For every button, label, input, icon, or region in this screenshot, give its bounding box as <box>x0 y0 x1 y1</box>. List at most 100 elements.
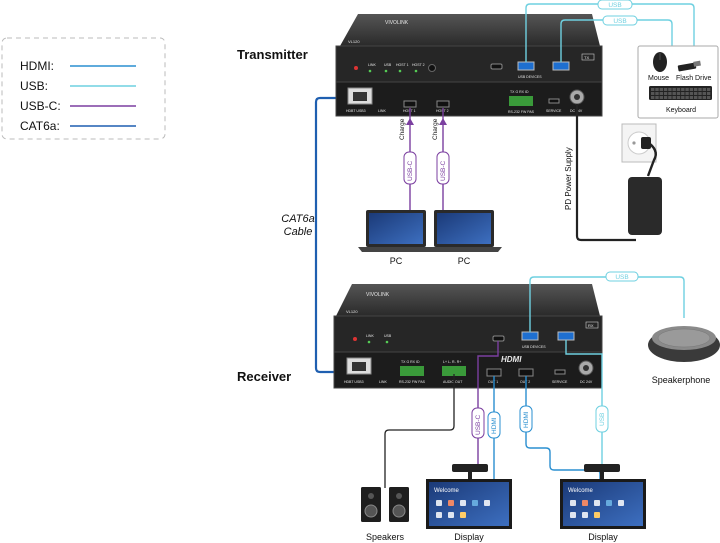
rx-usb-port-2[interactable] <box>557 331 575 341</box>
rx-label-usb: USB <box>384 334 392 338</box>
rx-label-rs232: RS-232 FW PAS <box>399 380 426 384</box>
rx-hdmi-logo: HDMI <box>501 355 522 364</box>
pc-right: PC <box>426 210 502 266</box>
keyboard-key <box>659 88 663 91</box>
plug-icon <box>641 137 651 149</box>
keyboard-key <box>668 88 672 91</box>
keyboard-key <box>672 88 676 91</box>
tx-label-link-rear: LINK <box>378 109 386 113</box>
app-icon <box>582 500 588 506</box>
rx-label-service: SERVICE <box>552 380 568 384</box>
rx-hdmi-out1-port[interactable] <box>486 368 502 377</box>
rx-rs232-terminal[interactable] <box>400 366 424 376</box>
rx-rs232-pins: TX G RX ID <box>401 360 420 364</box>
keyboard-key <box>681 92 685 95</box>
cable-label-line1: CAT6a <box>281 213 314 225</box>
tx-usbc-cables: Charge Charge USB-C USB-C <box>399 108 450 212</box>
tx-label-hdbt: HDBT USB3 <box>346 109 366 113</box>
legend-label-usb: USB: <box>20 79 48 93</box>
keyboard-key <box>702 92 706 95</box>
display-left: Welcome Display <box>426 464 512 542</box>
usb-tag-2 <box>602 15 638 26</box>
usb-tag-rx-bottom <box>595 405 609 433</box>
keyboard-key <box>663 96 668 99</box>
rx-label-out2: OUT 2 <box>520 380 530 384</box>
keyboard-key <box>698 92 702 95</box>
usbc-tag-rx-text: USB-C <box>475 414 482 435</box>
usb-tag-rx <box>605 271 639 282</box>
transmitter-unit: VIVOLINK VL120 LINK USB HOST 1 HOST 2 US… <box>335 14 603 117</box>
display-right-camera-mount <box>600 472 604 480</box>
rx-label-audio: AUDIO OUT <box>443 380 463 384</box>
keyboard-key <box>676 96 681 99</box>
tx-host1-port[interactable] <box>403 100 417 108</box>
pd-power-label: PD Power Supply <box>564 147 573 210</box>
app-icon <box>606 500 612 506</box>
usbc-tag-right <box>436 151 450 185</box>
display-right-camera <box>584 464 620 472</box>
speakers: Speakers <box>361 487 409 542</box>
keyboard-key <box>663 92 668 95</box>
keyboard-key <box>702 96 706 99</box>
rx-badge: RX <box>588 323 594 328</box>
rx-usb-port-1[interactable] <box>521 331 539 341</box>
tx-host2-port[interactable] <box>436 100 450 108</box>
rx-power-led <box>353 337 357 341</box>
keyboard-key <box>681 96 685 99</box>
keyboard-key <box>655 88 659 91</box>
tx-badge: TX <box>584 55 589 60</box>
power-supply: PD Power Supply <box>564 104 662 242</box>
rx-label-link: LINK <box>366 334 374 338</box>
rx-front-upper <box>333 315 603 353</box>
tx-label-host2: HOST 2 <box>412 63 425 67</box>
tx-host2-led <box>414 69 418 73</box>
keyboard-key <box>685 92 689 95</box>
display-right-label: Display <box>588 532 618 542</box>
outlet-hole-left <box>632 141 636 145</box>
tx-rs232-terminal[interactable] <box>509 96 533 106</box>
rx-label-dc: DC 24V <box>580 380 593 384</box>
tx-service-port[interactable] <box>548 98 560 104</box>
tx-top-face <box>340 14 600 46</box>
legend: HDMI: USB: USB-C: CAT6a: <box>1 37 166 140</box>
usbc-tag-right-text: USB-C <box>440 160 447 181</box>
keyboard-key <box>668 96 672 99</box>
keyboard-key <box>706 96 711 99</box>
rx-top-face <box>336 284 600 316</box>
rx-label-link-rear: LINK <box>379 380 387 384</box>
keyboard-keys <box>651 88 711 99</box>
legend-label-hdmi: HDMI: <box>20 59 54 73</box>
usb-peripherals: Mouse Flash Drive Keyboard <box>637 45 719 119</box>
tx-usb-port-1[interactable] <box>517 61 535 71</box>
receiver-heading: Receiver <box>237 369 291 384</box>
usbc-tag-left-text: USB-C <box>407 160 414 181</box>
keyboard-key <box>672 96 676 99</box>
speaker-right-woofer <box>392 504 406 518</box>
tx-usbc-port[interactable] <box>490 63 503 70</box>
usb-tag-1-text: USB <box>608 2 621 9</box>
rx-service-port[interactable] <box>554 369 566 375</box>
usbc-tag-left <box>403 151 417 185</box>
speakerphone-label: Speakerphone <box>652 375 711 385</box>
display-left-camera-mount <box>468 472 472 480</box>
rx-audio-terminal[interactable] <box>442 366 466 376</box>
tx-model: VL120 <box>348 39 360 44</box>
app-icon <box>570 512 576 518</box>
tx-label-service: SERVICE <box>546 109 562 113</box>
rx-usbc-port[interactable] <box>492 335 505 342</box>
speakerphone-grille-inner <box>657 328 711 348</box>
legend-label-usbc: USB-C: <box>20 99 61 113</box>
rx-hdmi-out2-port[interactable] <box>518 368 534 377</box>
charge-label-right: Charge <box>432 118 439 140</box>
keyboard-key <box>659 96 663 99</box>
tx-usb-port-2[interactable] <box>552 61 570 71</box>
tx-select-button[interactable] <box>428 64 436 72</box>
cable-label-line2: Cable <box>284 226 313 238</box>
hdmi-tag-2 <box>519 405 533 433</box>
pd-power-cable <box>575 104 636 242</box>
usb-tag-2-text: USB <box>613 18 626 25</box>
app-icon <box>460 512 466 518</box>
app-icon <box>436 500 442 506</box>
audio-cable <box>384 374 455 488</box>
